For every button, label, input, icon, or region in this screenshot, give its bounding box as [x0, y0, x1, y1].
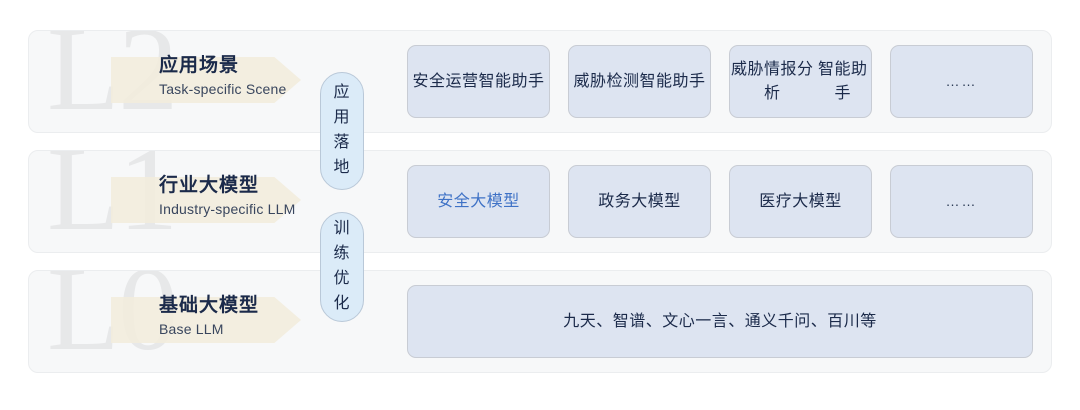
chip-label-line: 安全大模型: [437, 192, 520, 210]
chip-label-line: ……: [945, 193, 978, 210]
level-title-cn-l2: 应用场景: [159, 55, 240, 76]
level-row-l1: L1 行业大模型 Industry-specific LLM 安全大模型政务大模…: [28, 150, 1052, 253]
level-title-cn-l0: 基础大模型: [159, 295, 260, 316]
chip-label-line: 九天、智谱、文心一言、通义千问、百川等: [563, 312, 877, 330]
chip-label-line: 智能助手: [818, 61, 868, 102]
connector-pill-apply-landing[interactable]: 应用落地: [320, 72, 364, 190]
chip-label-line: 医疗大模型: [759, 192, 842, 210]
pill-char: 落: [333, 134, 351, 151]
chip-label-line: 政务大模型: [598, 192, 681, 210]
chip-l0-0[interactable]: 九天、智谱、文心一言、通义千问、百川等: [407, 285, 1033, 358]
chip-l1-2[interactable]: 医疗大模型: [729, 165, 872, 238]
level-title-en-l1: Industry-specific LLM: [159, 200, 296, 217]
level-row-l2: L2 应用场景 Task-specific Scene 安全运营智能助手威胁检测…: [28, 30, 1052, 133]
connector-pill-train-optimize[interactable]: 训练优化: [320, 212, 364, 322]
chip-more-l2[interactable]: ……: [890, 45, 1033, 118]
chip-l2-2[interactable]: 威胁情报分析智能助手: [729, 45, 872, 118]
pill-char: 地: [333, 158, 351, 176]
pill-char: 优: [333, 270, 351, 287]
level-label-l1: 行业大模型 Industry-specific LLM: [159, 173, 349, 220]
pill-char: 用: [333, 109, 351, 127]
level-title-en-l2: Task-specific Scene: [159, 80, 287, 97]
pill-char: 训: [333, 220, 351, 238]
pill-char: 化: [333, 294, 351, 312]
level-label-l0: 基础大模型 Base LLM: [159, 293, 349, 340]
chip-strip-l2: 安全运营智能助手威胁检测智能助手威胁情报分析智能助手……: [407, 45, 1033, 118]
level-label-l2: 应用场景 Task-specific Scene: [159, 53, 349, 100]
pill-char: 练: [333, 245, 351, 263]
level-row-l0: L0 基础大模型 Base LLM 九天、智谱、文心一言、通义千问、百川等: [28, 270, 1052, 373]
level-title-cn-l1: 行业大模型: [159, 175, 260, 196]
arrow-banner-l1: [111, 177, 301, 223]
chip-label-line: 智能助手: [639, 72, 706, 90]
chip-more-l1[interactable]: ……: [890, 165, 1033, 238]
chip-l2-1[interactable]: 威胁检测智能助手: [568, 45, 711, 118]
pill-char: 应: [333, 84, 351, 102]
chip-label-line: 威胁情报分析: [731, 61, 814, 102]
chip-label-line: 威胁检测: [573, 72, 640, 90]
arrow-banner-l0: [111, 297, 301, 343]
chip-l2-0[interactable]: 安全运营智能助手: [407, 45, 550, 118]
chip-l1-0[interactable]: 安全大模型: [407, 165, 550, 238]
chip-strip-l0: 九天、智谱、文心一言、通义千问、百川等: [407, 285, 1033, 358]
chip-label-line: ……: [945, 73, 978, 90]
chip-strip-l1: 安全大模型 政务大模型 医疗大模型 ……: [407, 165, 1033, 238]
level-title-en-l0: Base LLM: [159, 320, 224, 337]
chip-label-line: 安全运营: [412, 72, 479, 90]
arrow-banner-l2: [111, 57, 301, 103]
chip-label-line: 智能助手: [478, 72, 545, 90]
chip-l1-1[interactable]: 政务大模型: [568, 165, 711, 238]
